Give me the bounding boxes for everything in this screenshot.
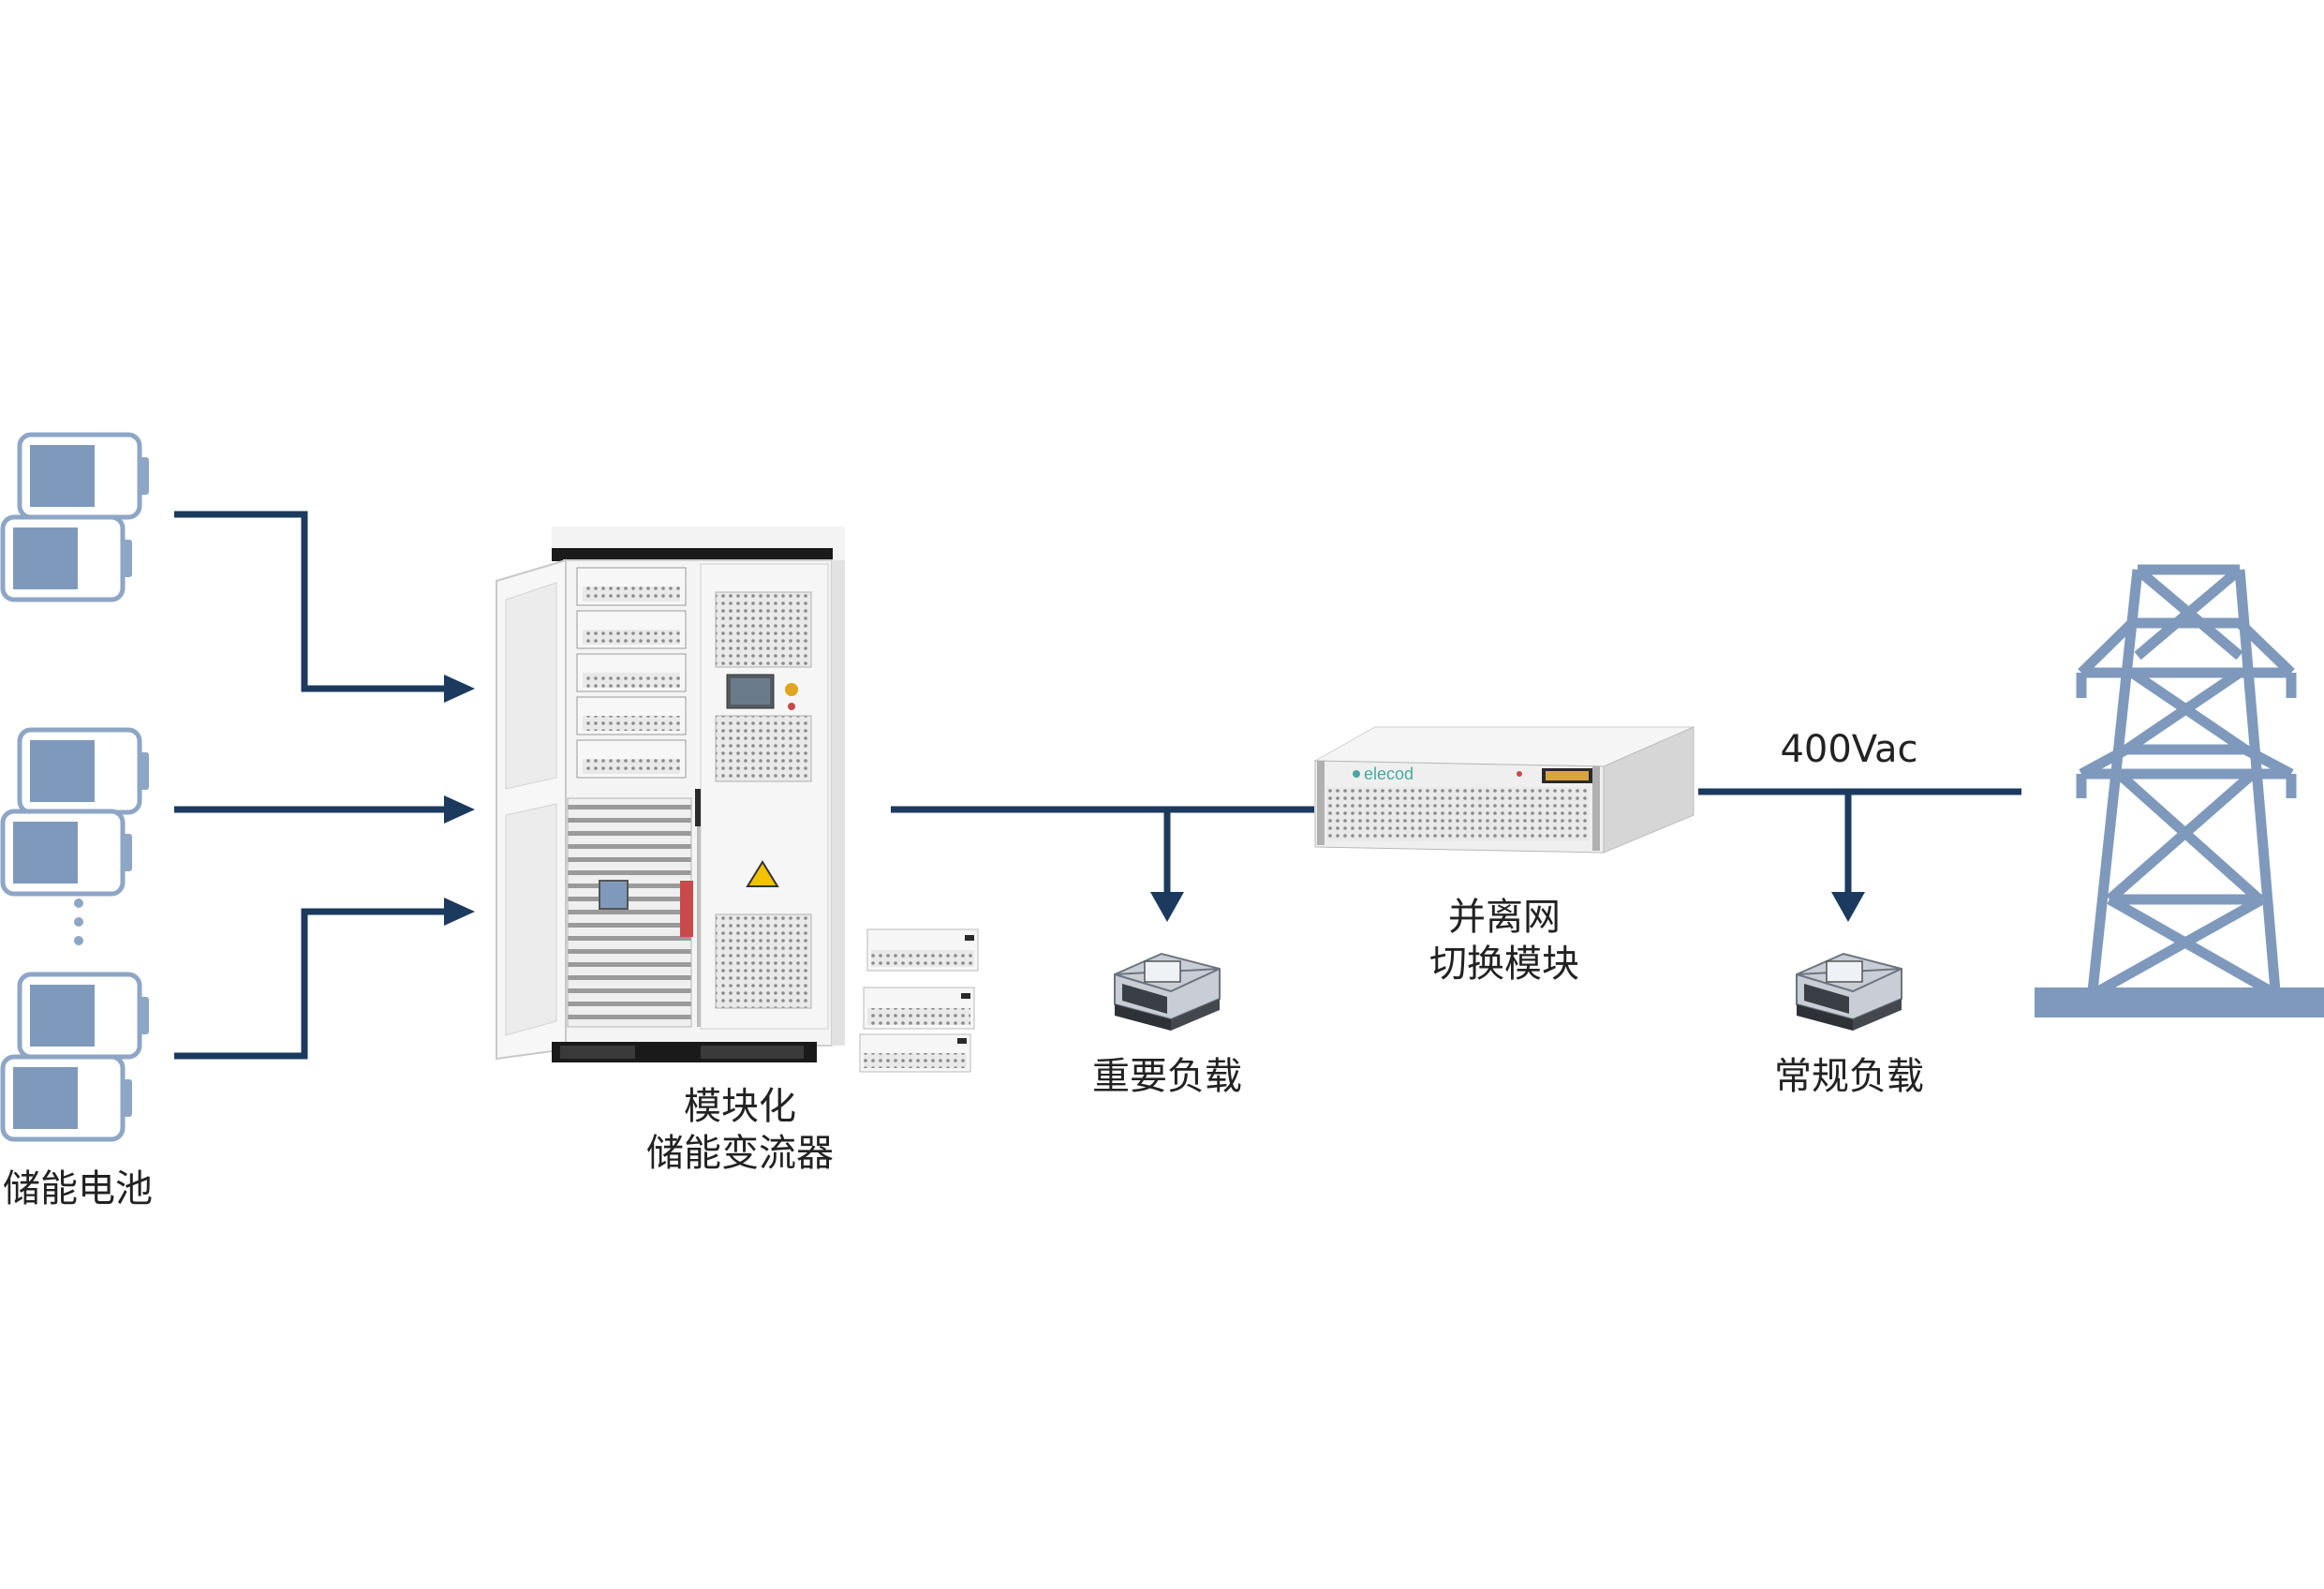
arrow-heads — [444, 675, 475, 926]
ellipsis-dots — [74, 898, 83, 945]
power-modules — [576, 567, 687, 779]
load-device-icon — [1796, 952, 1902, 1031]
battery-icon — [0, 809, 132, 897]
switch-label: 并离网 切换模块 — [1364, 894, 1645, 988]
battery-icon — [0, 514, 132, 602]
battery-icon — [0, 1054, 132, 1142]
battery-label: 储能电池 — [3, 1167, 153, 1210]
battery-group-1 — [0, 432, 149, 602]
battery-icon — [17, 727, 149, 815]
battery-to-pcs-lines — [174, 511, 448, 1060]
battery-group-3 — [0, 972, 149, 1142]
battery-group-2 — [0, 727, 149, 897]
load-device-icon — [1114, 952, 1221, 1031]
pcs-label-line2: 储能变流器 — [646, 1132, 834, 1175]
voltage-label: 400Vac — [1780, 728, 1918, 771]
rack-unit-icon: elecod — [1313, 726, 1695, 854]
normal-load-label: 常规负载 — [1774, 1055, 1924, 1098]
switch-to-grid-line — [1698, 788, 2021, 896]
spare-modules-icon — [859, 928, 979, 1073]
pcs-to-switch-line — [891, 806, 1314, 896]
pcs-label: 模块化 储能变流器 — [600, 1083, 881, 1177]
transmission-tower-icon — [2076, 564, 2297, 996]
battery-icon — [17, 432, 149, 520]
switch-label-line2: 切换模块 — [1429, 943, 1579, 986]
critical-load-arrow — [1150, 892, 1184, 922]
ground-line — [2035, 988, 2324, 1017]
battery-icon — [17, 972, 149, 1060]
critical-load-label: 重要负载 — [1092, 1055, 1242, 1098]
switch-logo: elecod — [1364, 765, 1414, 783]
pcs-label-line1: 模块化 — [684, 1085, 796, 1128]
switch-label-line1: 并离网 — [1448, 896, 1561, 939]
cabinet-icon — [496, 527, 845, 1062]
normal-load-arrow — [1831, 892, 1865, 922]
